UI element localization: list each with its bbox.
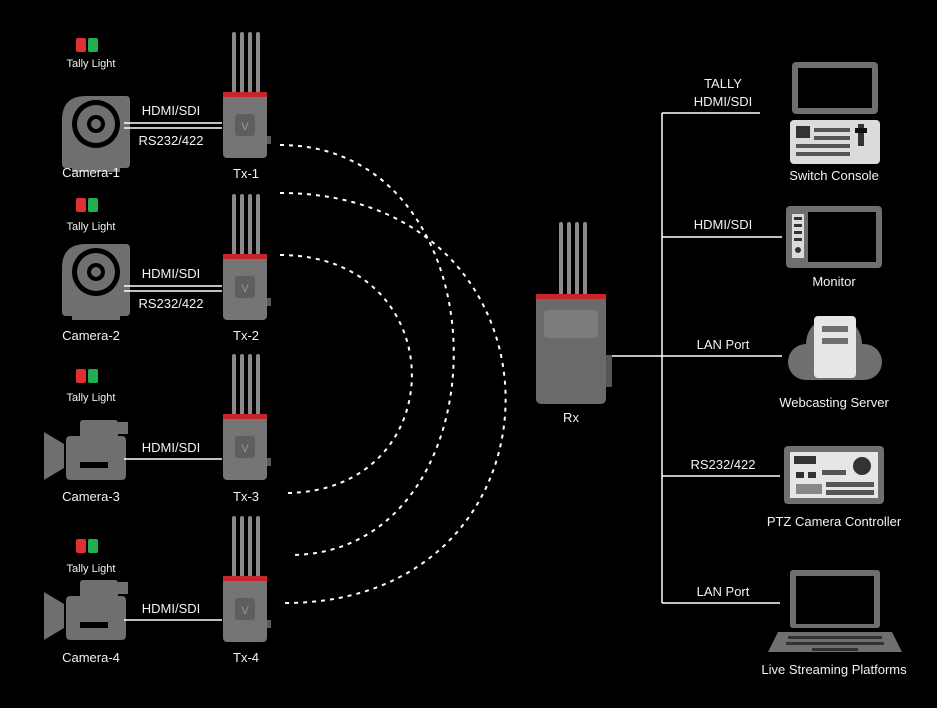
link-label: HDMI/SDI [141,601,201,616]
tally-label: Tally Light [66,221,116,233]
camera-round-icon [62,96,130,172]
tx-label: Tx-1 [233,166,259,181]
laptop-icon [768,570,902,652]
output-device-label: Monitor [812,274,856,289]
output-link-label: HDMI/SDI [693,94,753,109]
tally-light-icon [76,369,98,383]
link-label: HDMI/SDI [141,103,201,118]
tx-label: Tx-3 [233,489,259,504]
monitor-icon [786,206,882,268]
output-device-label: Switch Console [789,168,879,183]
output-link-label: LAN Port [696,337,750,352]
output-link-label: LAN Port [696,584,750,599]
link-label: RS232/422 [138,133,204,148]
camera-label: Camera-3 [62,489,120,504]
camcorder-icon [44,420,128,480]
camera-label: Camera-2 [62,328,120,343]
tally-light-icon [76,198,98,212]
tally-label: Tally Light [66,563,116,575]
wireless-arcs [279,144,507,604]
link-label: RS232/422 [138,296,204,311]
transmitter-icon [223,194,271,320]
rx-label: Rx [563,410,579,425]
tally-label: Tally Light [66,392,116,404]
cloud-server-icon [788,316,882,380]
transmitter-icon [223,32,271,158]
tx-label: Tx-4 [233,650,259,665]
output-link-label: HDMI/SDI [693,217,753,232]
output-link-label: TALLY [704,76,742,91]
switch-console-icon [790,62,880,164]
tally-label: Tally Light [66,58,116,70]
tally-light-icon [76,38,98,52]
output-device-label: PTZ Camera Controller [766,514,902,529]
output-device-label: Webcasting Server [779,395,889,410]
camera-round-icon [62,244,130,320]
link-label: HDMI/SDI [141,440,201,455]
output-device-label: Live Streaming Platforms [761,662,907,677]
output-bus [612,112,782,604]
transmitter-icon [223,354,271,480]
camera-label: Camera-4 [62,650,120,665]
tx-label: Tx-2 [233,328,259,343]
tally-light-icon [76,539,98,553]
output-link-label: RS232/422 [690,457,756,472]
camcorder-icon [44,580,128,640]
link-label: HDMI/SDI [141,266,201,281]
camera-label: Camera-1 [62,165,120,180]
receiver-icon [536,222,612,404]
transmitter-icon [223,516,271,642]
ptz-controller-icon [784,446,884,504]
